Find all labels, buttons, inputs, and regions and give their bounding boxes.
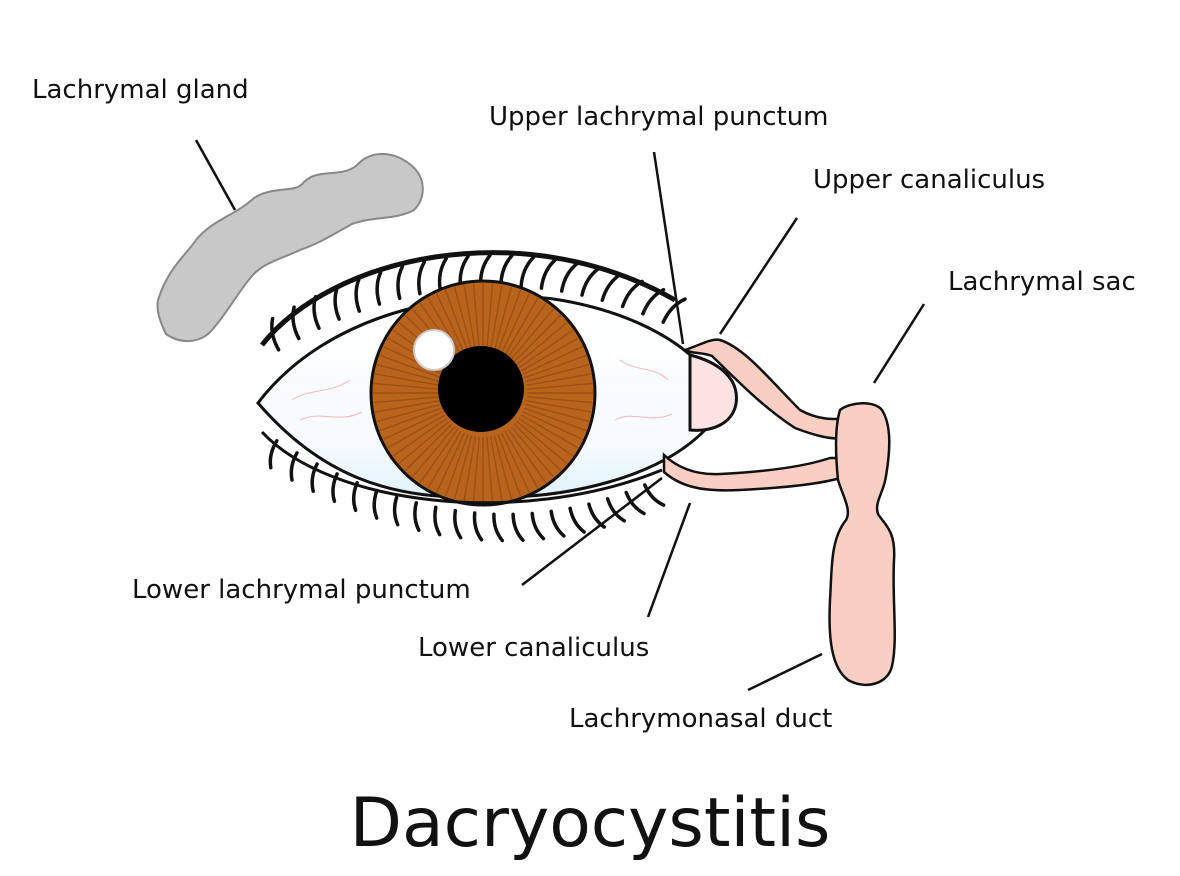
leader-lachrymal-gland	[194, 139, 237, 211]
eyelash	[333, 285, 341, 321]
eyelash	[392, 495, 400, 527]
leader-lower-punctum	[521, 477, 663, 586]
eyelash	[519, 255, 536, 289]
eyelash	[624, 490, 646, 516]
eyelash	[600, 272, 623, 302]
eyelash	[413, 501, 421, 532]
eyelash	[568, 506, 586, 534]
eyelash	[372, 488, 379, 520]
eyelash	[351, 481, 359, 513]
label-upper-canaliculus: Upper canaliculus	[813, 165, 1046, 195]
upper-eyelashes	[270, 253, 687, 352]
eyelash	[530, 511, 546, 541]
eyelash	[375, 270, 383, 306]
eyelash	[417, 260, 427, 296]
eyelash	[289, 451, 299, 482]
caruncle	[688, 353, 738, 432]
lower-eyelashes	[268, 439, 666, 543]
upper-lid-crease	[260, 250, 677, 347]
eyelash	[354, 277, 362, 313]
sclera-veins	[291, 359, 673, 421]
eyelash	[580, 266, 601, 297]
eyelash	[437, 256, 448, 292]
eyelash	[605, 497, 626, 523]
pupil	[438, 346, 524, 432]
eyelash	[312, 294, 321, 331]
eyelash	[472, 511, 484, 542]
eyelash	[291, 305, 301, 341]
eyelash	[396, 264, 405, 301]
eyelash	[331, 472, 339, 504]
leader-upper-canaliculus	[718, 217, 799, 335]
diagram-title: Dacryocystitis	[349, 784, 831, 863]
eyelash	[433, 505, 442, 537]
leader-upper-punctum	[652, 151, 685, 345]
lower-canaliculus-shape	[662, 452, 842, 492]
eyelash	[499, 253, 514, 288]
label-lachrymal-gland: Lachrymal gland	[32, 75, 249, 105]
lachrymal-gland-shape	[156, 152, 424, 342]
eyelash	[270, 316, 281, 352]
eyelash	[559, 261, 580, 293]
lower-lid-line	[260, 430, 663, 505]
eyelash	[620, 279, 644, 309]
label-lachrymal-sac: Lachrymal sac	[948, 267, 1136, 297]
eyelash	[310, 462, 319, 493]
eyelash	[643, 483, 666, 507]
eyelash	[453, 508, 463, 540]
label-lower-canaliculus: Lower canaliculus	[418, 633, 650, 663]
leader-lachrymonasal-duct	[747, 652, 823, 692]
leader-lines	[194, 139, 926, 692]
label-lachrymonasal-duct: Lachrymonasal duct	[569, 704, 833, 734]
eyelash	[492, 512, 505, 543]
label-upper-lachrymal-punctum: Upper lachrymal punctum	[489, 102, 829, 132]
eye-highlight	[413, 329, 455, 371]
eyelash	[587, 502, 606, 529]
leader-lachrymal-sac	[872, 303, 926, 384]
eyelash	[511, 512, 525, 542]
label-lower-lachrymal-punctum: Lower lachrymal punctum	[132, 575, 471, 605]
leader-lower-canaliculus	[646, 502, 692, 618]
eyelash	[539, 257, 558, 290]
eyelash	[549, 509, 566, 538]
eyelash	[661, 297, 687, 324]
lachrymal-sac-shape	[828, 402, 896, 686]
eyelash	[641, 287, 666, 316]
